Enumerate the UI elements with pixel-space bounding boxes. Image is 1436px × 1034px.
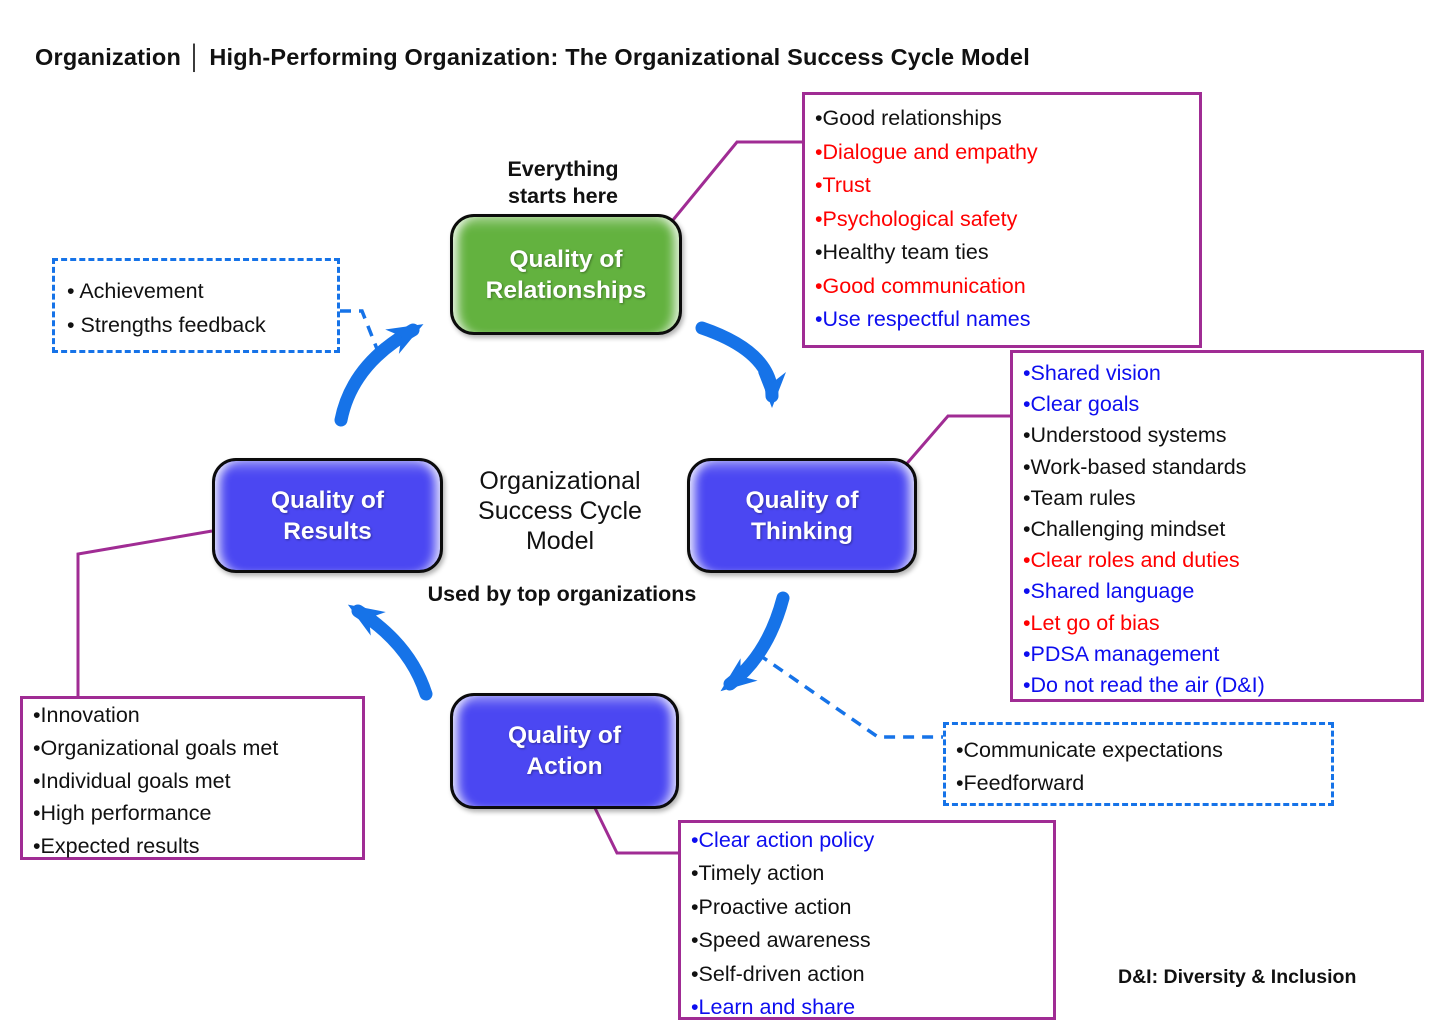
connector-relationships-note — [671, 140, 802, 221]
list-item: •Understood systems — [1023, 423, 1227, 448]
expectations-note-box: •Communicate expectations •Feedforward — [943, 722, 1334, 806]
list-item: • Achievement — [67, 279, 204, 303]
list-item: •Dialogue and empathy — [815, 139, 1038, 164]
list-item: •Clear action policy — [691, 828, 875, 852]
dashed-connector-achievement — [340, 309, 379, 350]
list-item: •Healthy team ties — [815, 240, 989, 264]
list-item: •Use respectful names — [815, 307, 1031, 331]
node-quality-of-thinking: Quality of Thinking — [687, 458, 917, 573]
list-item: •Team rules — [1023, 485, 1136, 510]
list-item: •Organizational goals met — [33, 735, 279, 760]
action-note-box: •Clear action policy •Timely action •Proac… — [678, 820, 1056, 1020]
list-item: •Feedforward — [956, 771, 1085, 795]
list-item: •Clear goals — [1023, 392, 1140, 417]
list-item: •Self-driven action — [691, 961, 865, 986]
list-item: •Challenging mindset — [1023, 517, 1226, 542]
achievement-note-box: • Achievement • Strengths feedback — [52, 258, 340, 353]
list-item: •Psychological safety — [815, 206, 1018, 231]
cycle-arrow-thinking-to-action — [720, 591, 790, 692]
thinking-note-box: •Shared vision •Clear goals •Understood sy… — [1010, 350, 1424, 702]
relationships-note-box: •Good relationships •Dialogue and empathy… — [802, 92, 1202, 348]
cycle-arrow-results-to-relationships — [334, 323, 424, 427]
list-item: •PDSA management — [1023, 641, 1220, 666]
list-item: •Good relationships — [815, 106, 1002, 130]
connector-action-note — [590, 801, 678, 855]
list-item: •Learn and share — [691, 995, 856, 1020]
results-note-box: •Innovation •Organizational goals met •Ind… — [20, 696, 365, 860]
list-item: •Expected results — [33, 834, 200, 859]
model-center-label: Organizational Success Cycle Model — [478, 467, 642, 555]
list-item: •Communicate expectations — [956, 738, 1223, 762]
list-item: •Individual goals met — [33, 768, 231, 793]
model-tagline: Used by top organizations — [427, 582, 697, 606]
list-item: • Strengths feedback — [67, 313, 266, 337]
list-item: •Proactive action — [691, 894, 852, 919]
list-item: •High performance — [33, 801, 212, 826]
node-quality-of-results: Quality of Results — [212, 458, 443, 573]
list-item: •Trust — [815, 173, 871, 197]
connector-results-note — [76, 529, 213, 696]
list-item: •Clear roles and duties — [1023, 548, 1240, 573]
list-item: •Good communication — [815, 273, 1026, 298]
list-item: •Let go of bias — [1023, 610, 1160, 635]
list-item: •Shared language — [1023, 579, 1195, 604]
everything-starts-here-label: Everything starts here — [507, 157, 619, 208]
node-quality-of-relationships: Quality of Relationships — [450, 214, 682, 335]
connector-thinking-note — [901, 414, 1010, 469]
cycle-arrow-action-to-results — [347, 604, 433, 701]
list-item: •Speed awareness — [691, 928, 871, 953]
dashed-connector-expectations — [757, 652, 943, 739]
list-item: •Shared vision — [1023, 361, 1161, 385]
list-item: •Do not read the air (D&I) — [1023, 673, 1265, 698]
list-item: •Innovation — [33, 703, 140, 727]
list-item: •Work-based standards — [1023, 454, 1247, 479]
page-title: Organization │ High-Performing Organizat… — [35, 44, 1030, 70]
node-quality-of-action: Quality of Action — [450, 693, 679, 809]
cycle-arrow-relationships-to-thinking — [695, 321, 786, 408]
di-legend-footnote: D&I: Diversity & Inclusion — [1118, 966, 1357, 988]
list-item: •Timely action — [691, 861, 825, 886]
